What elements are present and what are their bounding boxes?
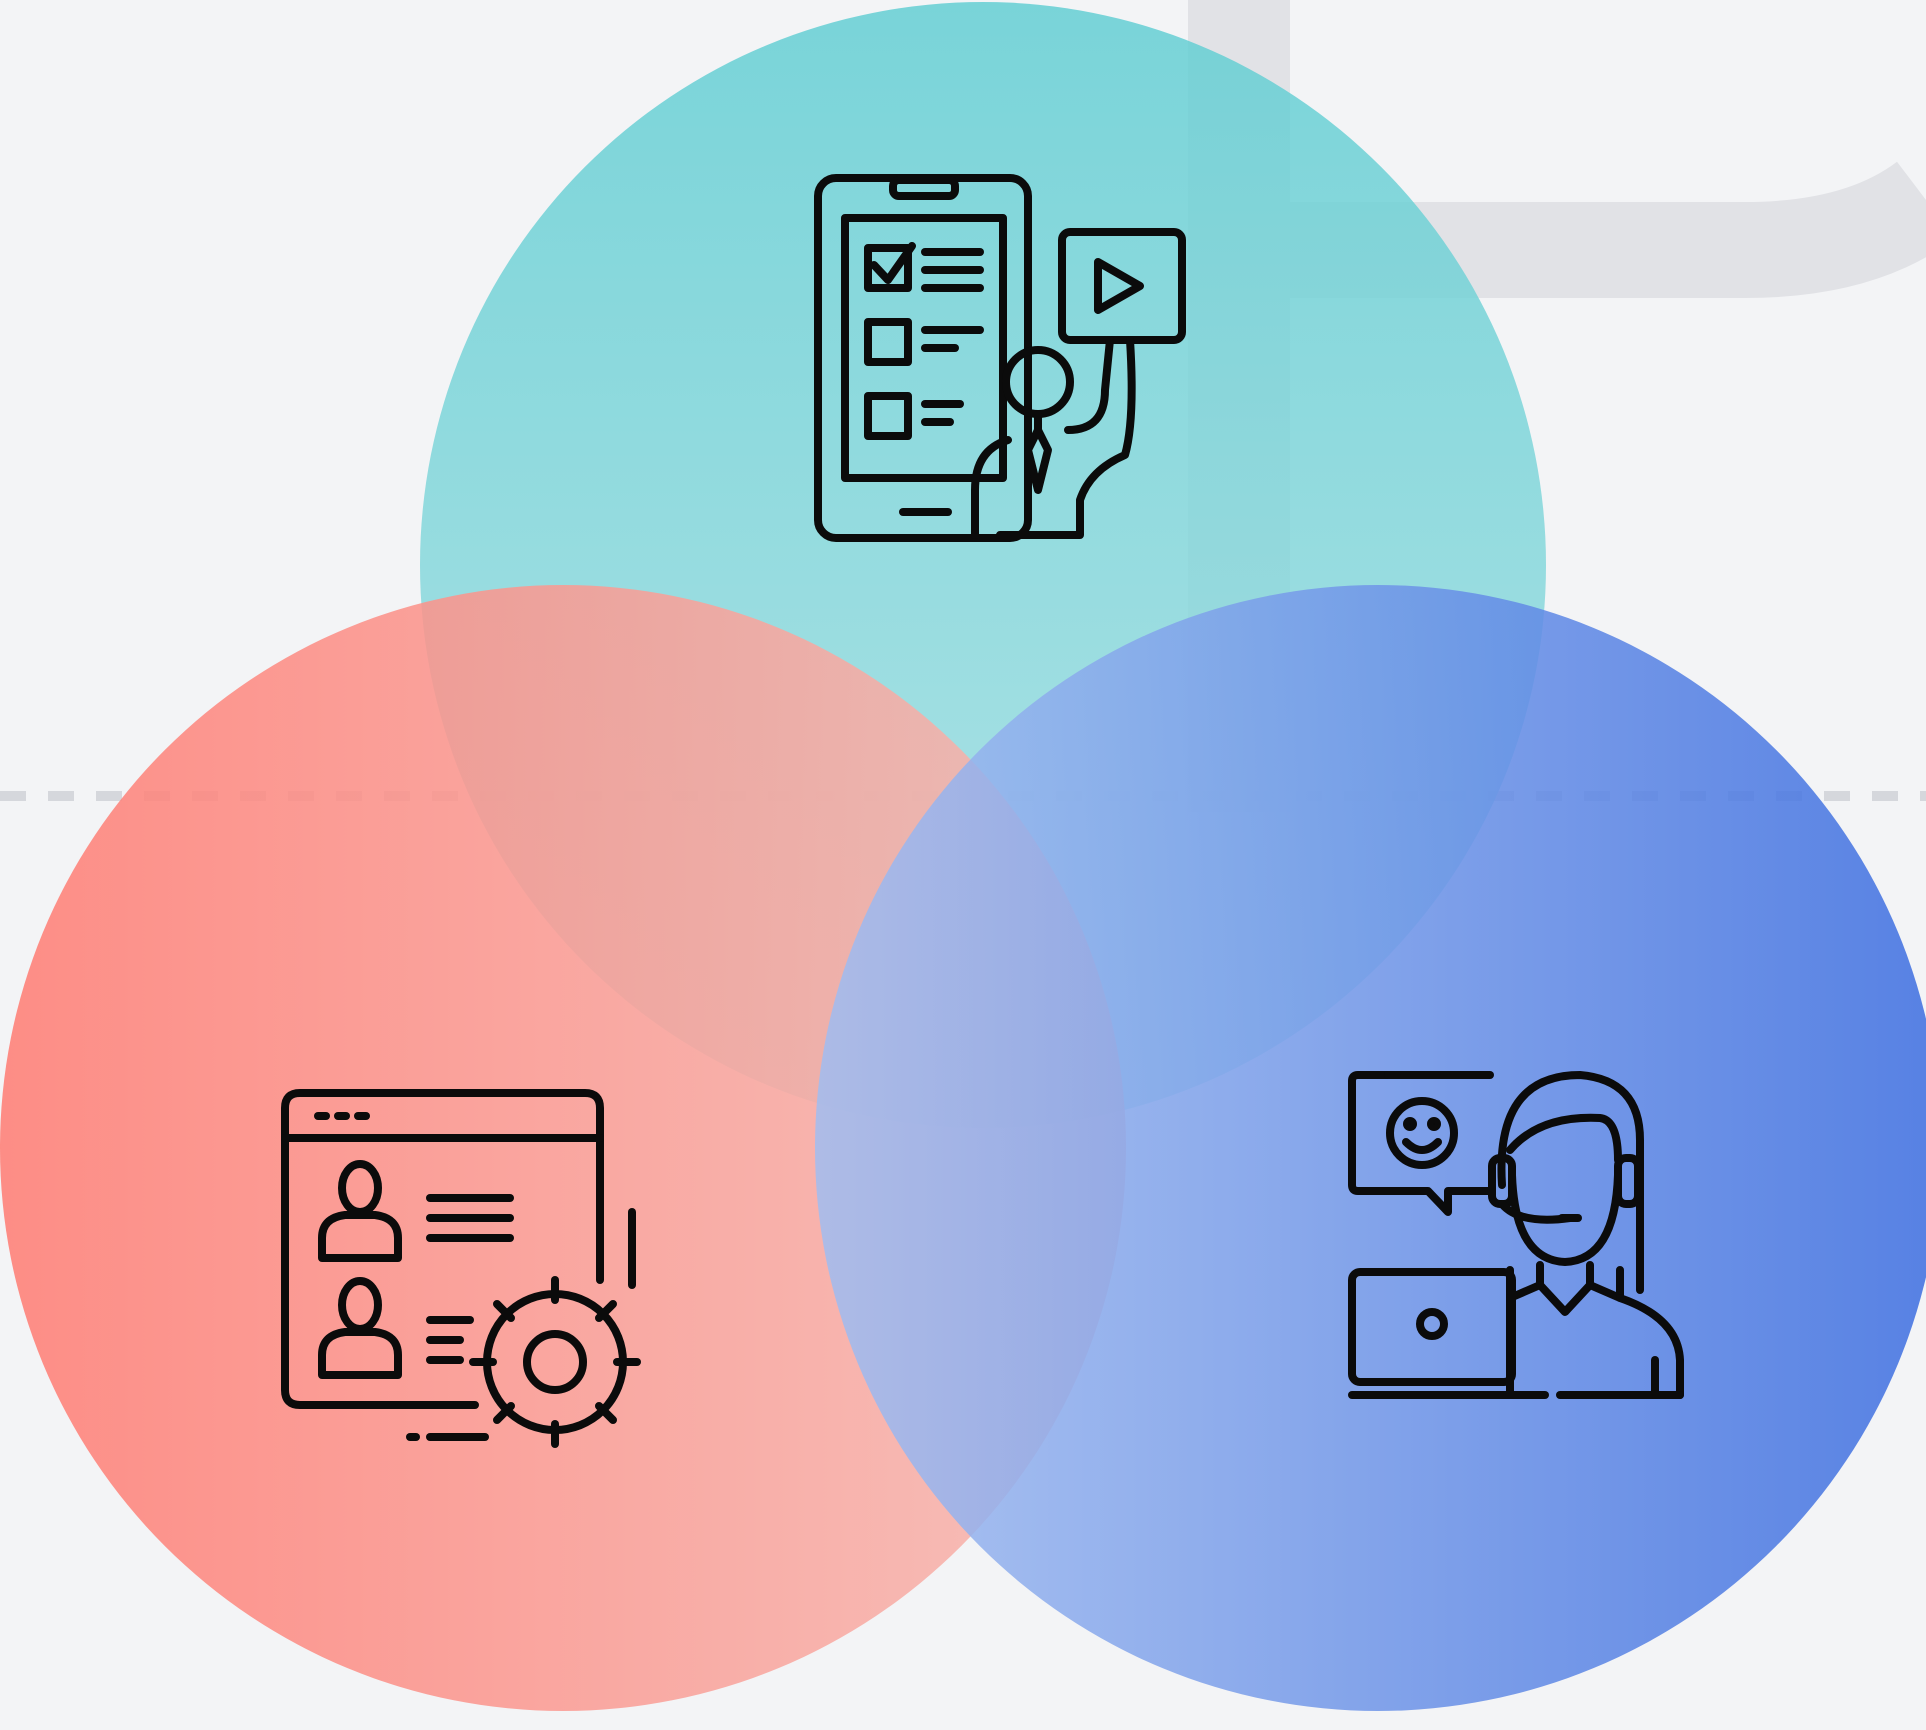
venn-circle-left: [0, 585, 1126, 1711]
customer-support-agent-icon: [1348, 1071, 1684, 1399]
mobile-checklist-presenter-icon: [814, 174, 1186, 542]
user-profile-settings-icon: [281, 1089, 641, 1448]
decor-curve: [1290, 160, 1926, 298]
venn-circle-right: [815, 585, 1926, 1711]
